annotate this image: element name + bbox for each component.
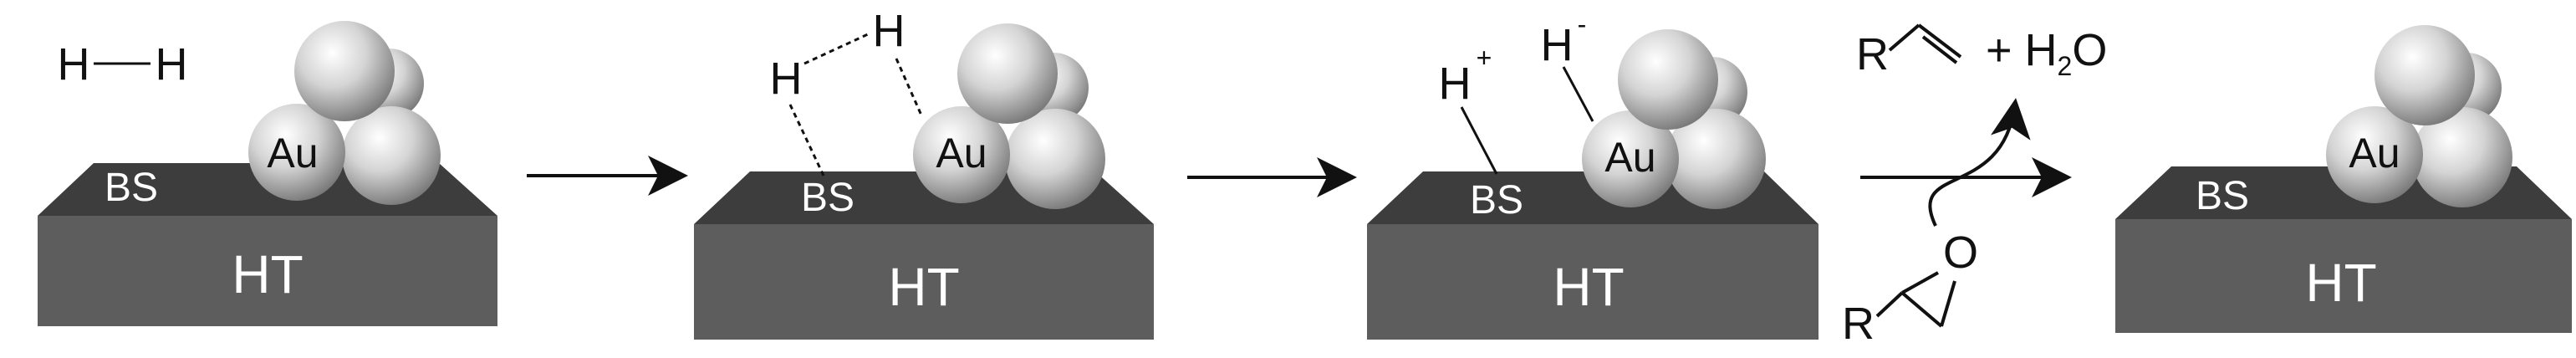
au-sphere [248,104,345,201]
curved-conversion-arrow [1928,98,2031,227]
metal-label: Au [936,130,987,176]
hydrogen-atom: H [58,39,90,90]
au-sphere [913,106,1010,203]
au-sphere [1665,109,1766,209]
epoxide-oxygen: O [1943,228,1978,278]
hydride: H - [1541,9,1594,122]
hydride-charge: - [1578,9,1587,39]
metal-label: Au [1604,134,1655,181]
basic-site-label: BS [1470,178,1523,222]
au-cluster [1582,29,1766,209]
au-cluster [913,23,1105,209]
alkene-bond [1888,23,1921,52]
water-oxygen: O [2072,25,2107,75]
stage-1: HT BS Au H H [38,21,497,326]
alkene-product: R [1856,23,1962,79]
h-h-weakened-bond [803,32,870,65]
stage-3: HT BS Au H + H - [1367,9,1819,340]
h-au-bond [1562,66,1594,122]
hydrogen-atom: H [873,6,905,56]
support-label: HT [2305,253,2376,313]
r-group: R [1856,29,1889,79]
support-label: HT [1553,257,1624,317]
au-sphere [2326,106,2423,203]
stage-4: HT BS Au [2115,25,2572,333]
epoxide-bond [1900,291,1943,328]
h-au-interaction [895,58,924,118]
metal-label: Au [267,130,318,176]
support-block [694,171,1154,340]
au-sphere [957,23,1058,124]
stage-2: HT BS Au H H [694,6,1154,340]
epoxide-bond [1940,280,1956,327]
au-sphere [342,106,441,205]
metal-label: Au [2349,130,2400,176]
au-sphere [1005,109,1105,209]
proton: H + [1439,43,1498,175]
water-product: + H2O [1986,25,2107,81]
au-sphere [2412,107,2512,207]
plus-h: + H [1986,25,2058,75]
alkene-double-bond [1921,35,1958,64]
au-cluster [2326,25,2512,207]
proton-symbol: H [1439,59,1472,109]
alkene-double-bond [1917,23,1962,59]
au-sphere [1582,110,1679,207]
deoxygenation-step: R + H2O R O [1842,23,2107,349]
support-label: HT [888,257,959,317]
h2-molecule-adsorbing: H H [770,6,924,176]
epoxide-bond [1901,271,1939,294]
au-sphere [1618,29,1718,130]
hydrogen-atom: H [156,39,188,90]
basic-site-label: BS [2196,174,2249,218]
support-front-face [2115,219,2572,333]
h-bs-interaction [788,104,825,176]
water-subscript: 2 [2058,51,2073,81]
epoxide-bond [1875,291,1904,318]
proton-charge: + [1477,43,1492,73]
hydride-symbol: H [1541,20,1574,70]
r-group: R [1842,299,1875,349]
au-sphere [2375,25,2475,125]
support-front-face [694,224,1154,340]
epoxide-reactant: R O [1842,228,1978,349]
support-front-face [1367,224,1819,340]
water-formula: + H2O [1986,25,2107,81]
h2-molecule: H H [58,39,188,90]
au-sphere [294,21,395,121]
hydrogen-atom: H [770,54,803,104]
basic-site-label: BS [801,176,854,220]
h-bs-bond [1460,106,1498,175]
support-front-face [38,216,497,326]
au-cluster [248,21,441,205]
support-label: HT [232,244,303,304]
basic-site-label: BS [105,166,158,210]
